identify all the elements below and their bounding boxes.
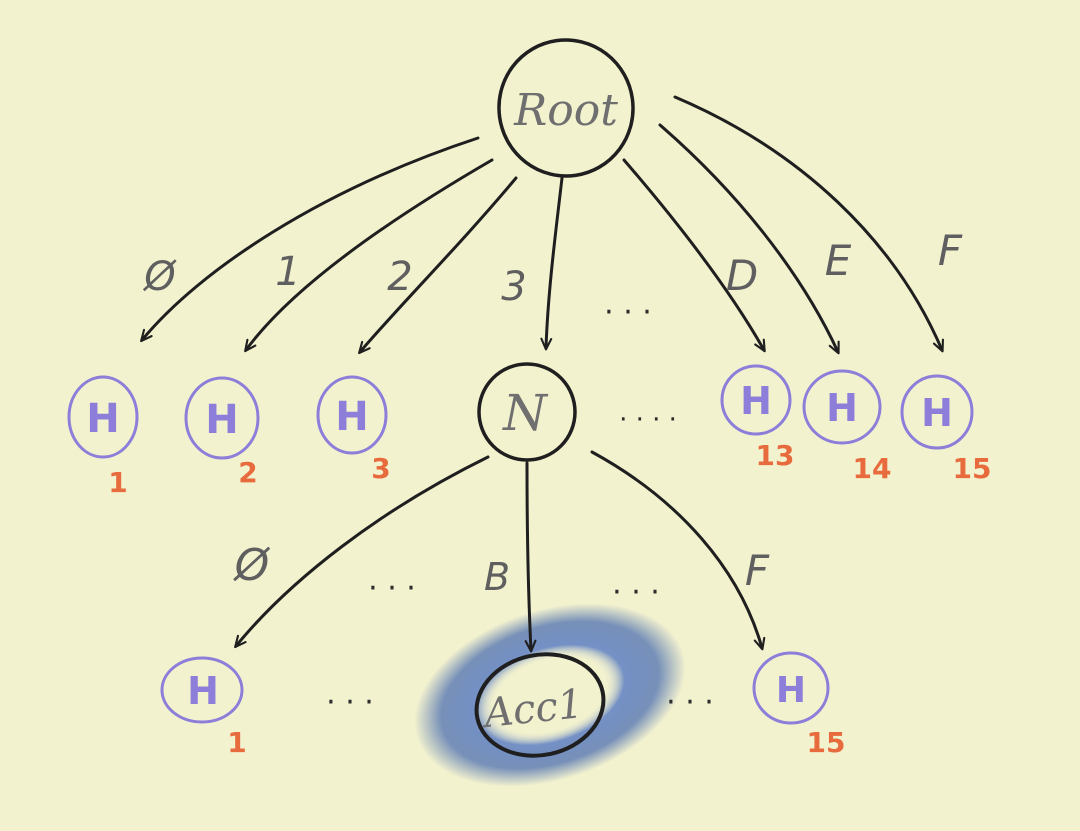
ellipsis-top-between: · · · xyxy=(604,295,652,330)
hash-node-1-label: H xyxy=(86,396,119,442)
hash-node-n1: H xyxy=(160,656,244,724)
edge-root-h14 xyxy=(658,123,840,355)
index-label-1: 1 xyxy=(108,466,127,499)
edge-root-h2 xyxy=(244,158,494,353)
index-labels: 1 2 3 13 14 15 1 15 xyxy=(108,439,991,759)
acc1-highlight xyxy=(414,603,686,787)
root-node: Root xyxy=(497,38,635,178)
hash-node-n15: H xyxy=(752,651,830,725)
edge-label-0: Ø xyxy=(142,254,177,300)
hash-node-2: H xyxy=(184,376,260,460)
index-label-13: 13 xyxy=(756,439,795,472)
hash-node-n15-label: H xyxy=(776,670,806,711)
n-label: N xyxy=(502,384,549,442)
ellipsis-bottom-left: · · · xyxy=(326,685,374,720)
root-label: Root xyxy=(513,85,618,136)
ellipsis-n-right: · · · xyxy=(612,575,660,610)
acc1-label: Acc1 xyxy=(478,681,585,738)
n-index-label-1: 1 xyxy=(227,726,246,759)
hash-node-n1-label: H xyxy=(187,669,219,713)
second-hash-nodes: H H xyxy=(160,651,830,725)
ellipsis-row-between: · · · · xyxy=(619,405,677,435)
ellipsis-bottom-right: · · · xyxy=(666,685,714,720)
edge-root-h3 xyxy=(358,176,518,355)
hash-node-15: H xyxy=(900,374,974,450)
hash-node-13: H xyxy=(720,364,792,436)
top-edge-labels: Ø 1 2 3 D E F xyxy=(142,226,963,310)
index-label-3: 3 xyxy=(371,452,390,485)
hash-node-3: H xyxy=(316,375,388,455)
n-edge-label-f: F xyxy=(745,546,770,595)
edge-label-d: D xyxy=(726,251,758,300)
hash-node-15-label: H xyxy=(921,391,953,435)
n-edge-label-0: Ø xyxy=(233,540,271,591)
hash-node-13-label: H xyxy=(740,379,772,423)
edge-label-2: 2 xyxy=(387,254,412,300)
hash-node-14-label: H xyxy=(826,386,858,430)
edge-n-h15 xyxy=(590,450,766,651)
edge-root-n xyxy=(540,176,564,351)
index-label-2: 2 xyxy=(238,456,257,489)
edge-root-h1 xyxy=(140,136,480,343)
hash-node-2-label: H xyxy=(205,397,238,443)
index-label-14: 14 xyxy=(853,452,892,485)
edge-label-3: 3 xyxy=(501,264,526,310)
hash-node-3-label: H xyxy=(335,394,368,440)
edge-label-e: E xyxy=(825,236,852,285)
ellipsis-n-left: · · · xyxy=(368,571,416,606)
second-edge-labels: Ø B F xyxy=(233,540,770,599)
ellipses: · · · · · · · · · · · · · · · · · · · xyxy=(326,295,714,720)
branch-node-n: N xyxy=(477,362,577,462)
acc1-node: Acc1 xyxy=(474,652,606,758)
top-hash-nodes: H H H H H H xyxy=(67,364,974,460)
edge-n-h1 xyxy=(234,455,490,649)
edge-label-f: F xyxy=(938,226,963,275)
edge-root-h13 xyxy=(622,158,766,353)
n-index-label-15: 15 xyxy=(807,726,846,759)
edge-label-1: 1 xyxy=(275,249,300,295)
edge-n-acc1 xyxy=(524,461,537,653)
n-edge-label-b: B xyxy=(484,555,510,599)
hash-node-1: H xyxy=(67,375,139,459)
root-edges xyxy=(140,95,944,355)
n-edges xyxy=(234,450,766,653)
edge-root-h15 xyxy=(673,95,944,353)
index-label-15: 15 xyxy=(953,452,992,485)
hash-node-14: H xyxy=(802,369,882,445)
